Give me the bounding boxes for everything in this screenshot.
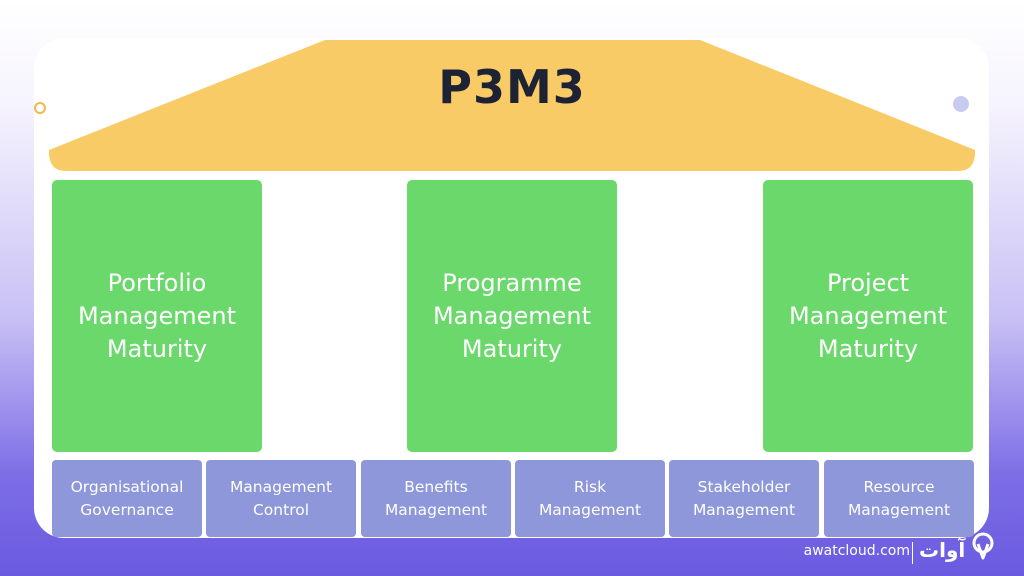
footer-site-link[interactable]: awatcloud.com	[803, 543, 910, 559]
dot-icon	[953, 96, 969, 112]
ring-icon	[34, 102, 46, 114]
cloud-logo-icon	[972, 532, 994, 560]
footer-brand: آوات	[919, 538, 966, 562]
footer-divider	[912, 542, 913, 564]
diagram-title: P3M3	[438, 60, 586, 114]
roof	[48, 40, 976, 171]
